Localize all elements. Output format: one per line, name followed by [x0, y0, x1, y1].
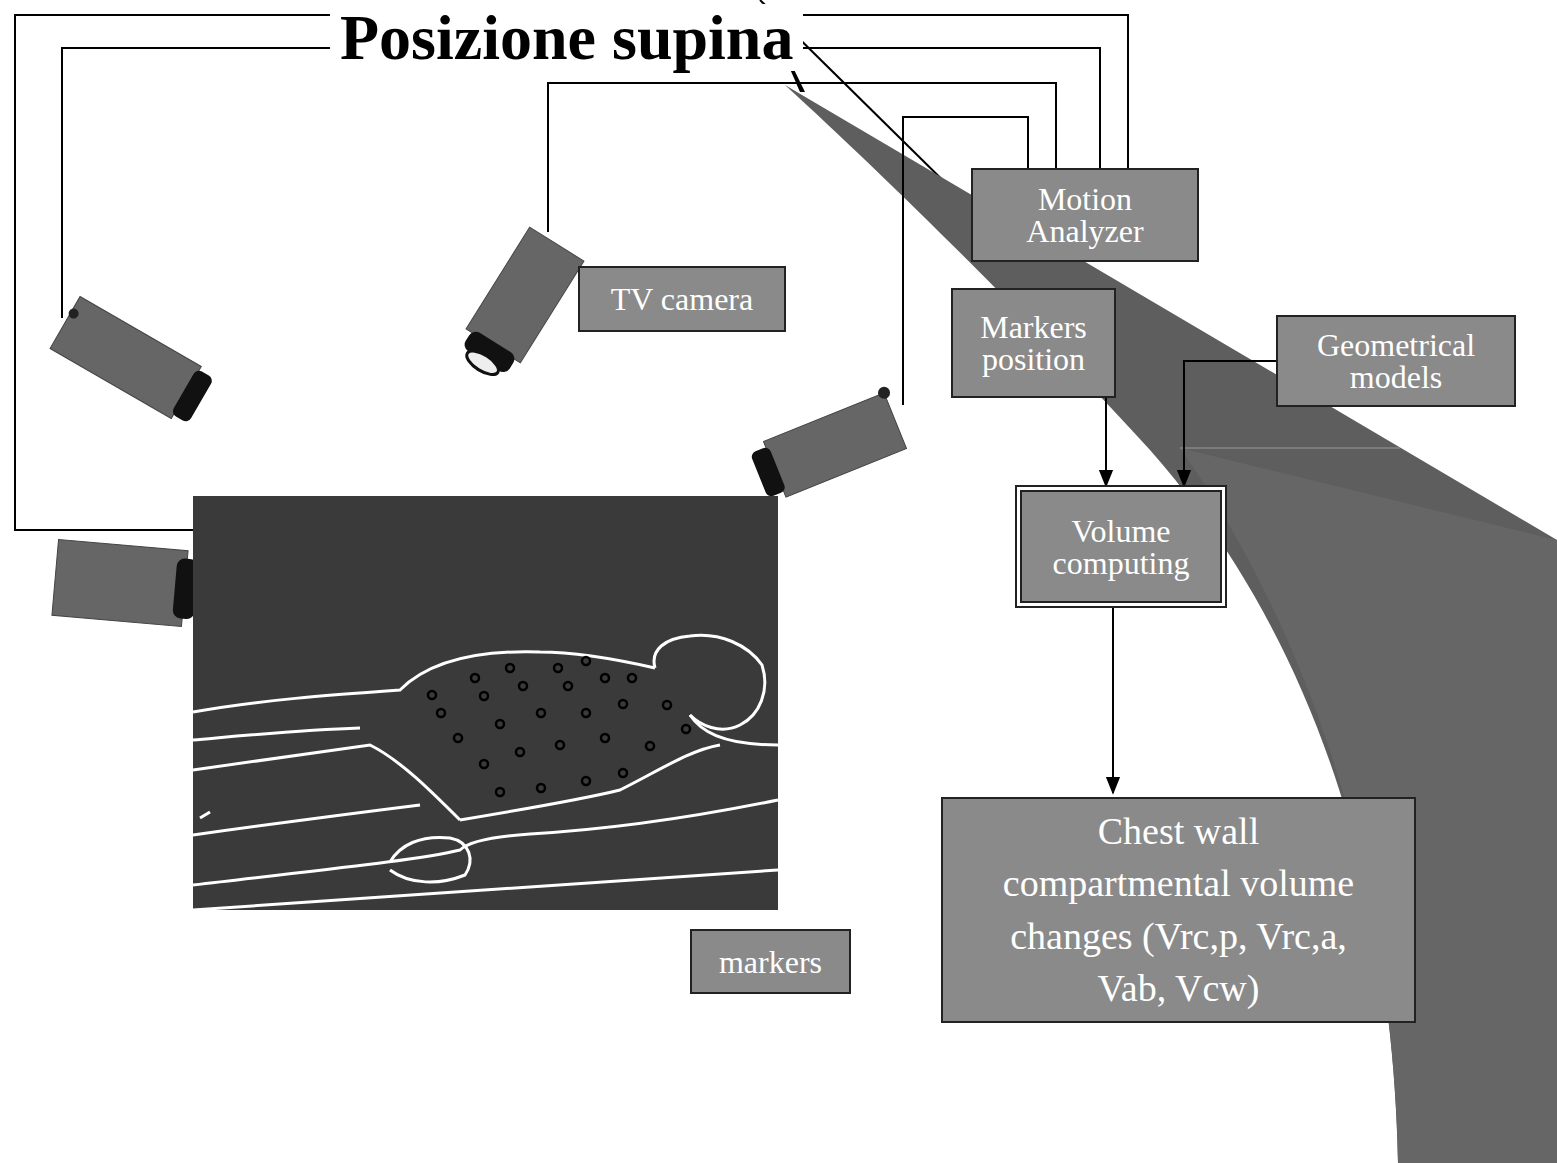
process-box: Motion Analyzer	[971, 168, 1199, 262]
box-text: TV camera	[611, 283, 753, 315]
box-text: markers	[719, 946, 822, 978]
patient-outline	[193, 635, 778, 910]
decorative-band	[785, 85, 1557, 1163]
patient-picture	[193, 496, 778, 910]
process-box: markers	[690, 929, 851, 994]
process-box: Geometrical models	[1276, 315, 1516, 407]
process-box: TV camera	[578, 266, 786, 332]
process-box: Markers position	[951, 288, 1116, 398]
box-text: Motion Analyzer	[983, 183, 1187, 247]
title: Posizione supina	[330, 4, 803, 71]
marker-dot	[428, 657, 690, 796]
tv-camera	[745, 385, 912, 504]
box-text: Volume computing	[1032, 515, 1210, 579]
box-text: Chest wall compartmental volume changes …	[983, 805, 1374, 1015]
camera-wire	[15, 15, 1128, 530]
flow-arrow	[1112, 603, 1114, 793]
tv-camera	[451, 227, 584, 386]
tv-camera	[48, 296, 216, 427]
flow-arrow	[1184, 361, 1276, 486]
box-text: Markers position	[963, 311, 1104, 375]
decorative-line	[1180, 448, 1400, 449]
tv-camera	[52, 539, 200, 627]
process-box: Volume computing	[1020, 490, 1222, 603]
box-text: Geometrical models	[1288, 329, 1504, 393]
process-box: Chest wall compartmental volume changes …	[941, 797, 1416, 1023]
flow-arrow	[1105, 398, 1107, 486]
